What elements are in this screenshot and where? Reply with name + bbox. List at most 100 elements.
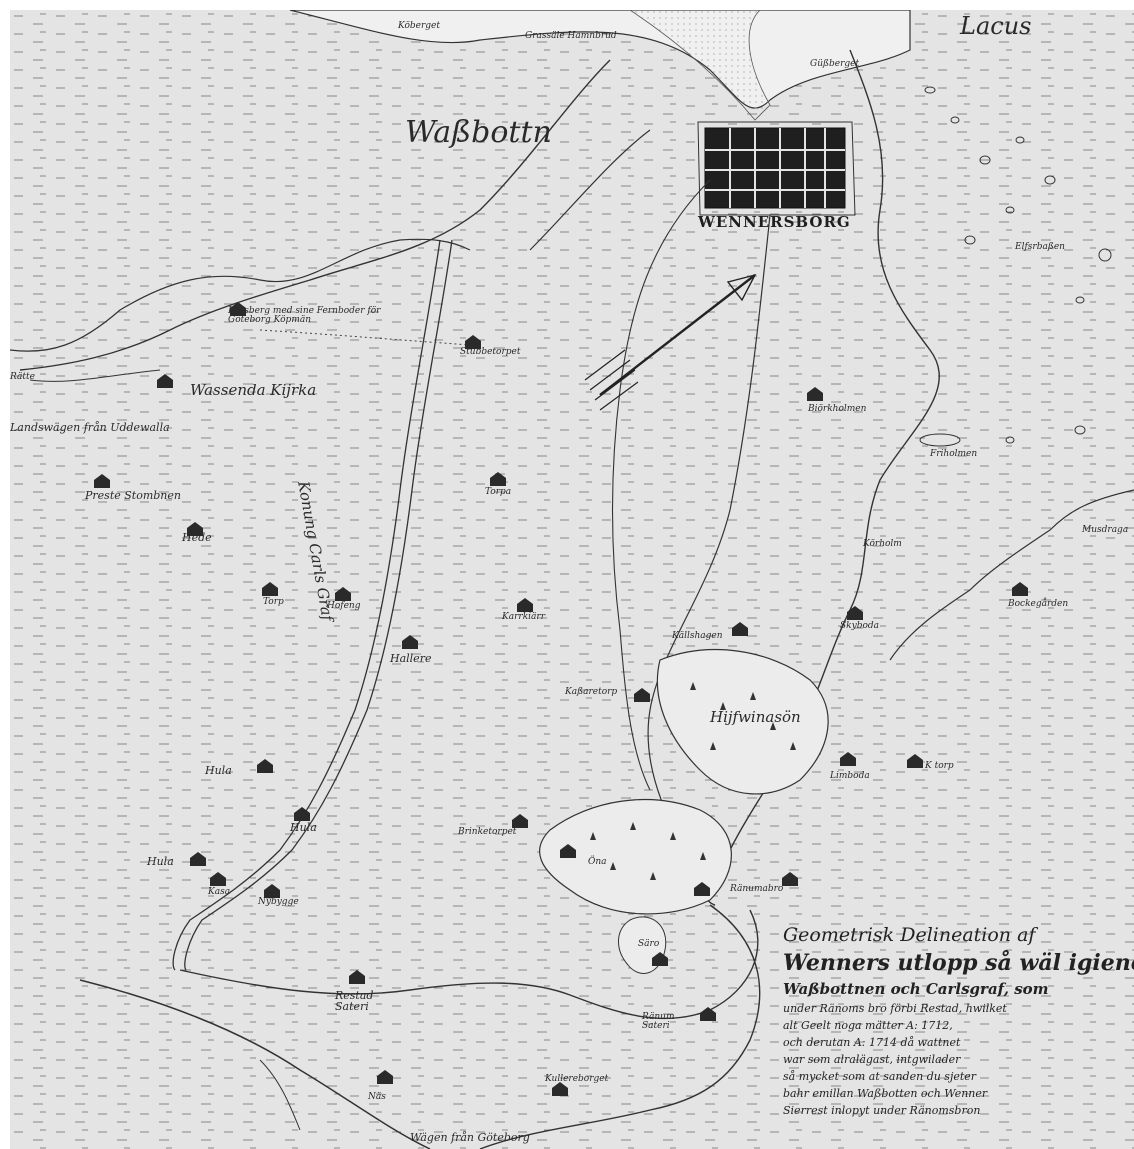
- farm-house-icon: [560, 844, 576, 858]
- label-elfsborg-passage: Elfsrbaßen: [1015, 242, 1065, 252]
- island-hijfwinason: [656, 649, 829, 795]
- channel-to-wennersborg: [647, 214, 771, 891]
- title-cartouche: Geometrisk Delineation af Wenners utlopp…: [783, 922, 1134, 1119]
- cartouche-body-line: under Ränoms bro förbi Restad, hwilket: [783, 1002, 1007, 1015]
- southern-river: [79, 979, 431, 1149]
- river-to-wassbottn-bank2: [529, 129, 651, 251]
- place-hula-1: Hula: [205, 764, 232, 777]
- place-saro: Säro: [638, 939, 660, 949]
- farm-house-icon: [807, 387, 823, 401]
- cartouche-body-line: war som alralägast, intgwilader: [783, 1053, 961, 1066]
- place-hula-2: Hula: [290, 821, 317, 834]
- farm-house-icon: [349, 970, 365, 984]
- cartouche-title-line3: Waßbottnen och Carlsgraf, som: [783, 980, 1049, 998]
- place-bockegarden: Bockegården: [1008, 599, 1069, 609]
- place-vassenda-kyrka: Wassenda Kijrka: [190, 381, 317, 399]
- tributary: [259, 1059, 301, 1131]
- farm-house-icon: [190, 852, 206, 866]
- farm-house-icon: [377, 1070, 393, 1084]
- map-drawing: [10, 10, 1134, 1149]
- place-ratte: Rätte: [10, 372, 35, 382]
- farm-house-icon: [1012, 582, 1028, 596]
- wassbottn-river: [10, 238, 471, 352]
- southern-river-east: [479, 904, 761, 1149]
- sandbank: [629, 10, 771, 121]
- cartouche-body-line: bahr emillan Waßbotten och Wenner: [783, 1087, 988, 1100]
- label-road-goteborg: Wägen från Göteborg: [410, 1131, 530, 1144]
- cartouche-body: under Ränoms bro förbi Restad, hwilket al…: [783, 1000, 1134, 1119]
- label-lacus: Lacus: [960, 12, 1032, 40]
- farm-house-icon: [652, 952, 668, 966]
- place-kullereborget: Kullereborget: [545, 1074, 609, 1084]
- farm-house-icon: [294, 807, 310, 821]
- place-skyboda: Skyboda: [840, 621, 880, 631]
- place-hede: Hede: [182, 531, 212, 544]
- place-stubbetorpet: Stubbetorpet: [460, 347, 521, 357]
- river-to-wassbottn: [19, 59, 611, 371]
- place-musdraga: Musdraga: [1082, 525, 1129, 535]
- lake-shoreline: [707, 49, 940, 906]
- farm-house-icon: [840, 752, 856, 766]
- place-friholmen: Friholmen: [930, 449, 978, 459]
- place-hallere: Hallere: [390, 652, 432, 665]
- farm-house-icon: [552, 1082, 568, 1096]
- southern-river-bank: [179, 909, 759, 1020]
- dotted-road: [259, 329, 471, 346]
- farm-house-icon: [634, 688, 650, 702]
- farm-house-icon: [187, 522, 203, 536]
- label-wennersborg: WENNERSBORG: [698, 213, 851, 231]
- canal-konung-carls-graf-bank: [184, 239, 453, 971]
- farm-house-icon: [732, 622, 748, 636]
- place-hijfwinason: Hijfwinasön: [710, 708, 801, 726]
- cartouche-body-line: och derutan A: 1714 då wattnet: [783, 1036, 961, 1049]
- cartouche-title-line2: Wenners utlopp så wäl igienom: [783, 950, 1134, 976]
- canal-konung-carls-graf: [172, 239, 441, 971]
- map-image: Waßbottn Lacus Elfsrbaßen WENNERSBORG Ko…: [10, 10, 1134, 1149]
- wennersborg-town: [697, 121, 856, 216]
- farm-house-icon: [907, 754, 923, 768]
- farm-house-icon: [335, 587, 351, 601]
- place-nybygge: Nybygge: [258, 897, 299, 907]
- place-torpa: Torpa: [485, 487, 512, 497]
- place-hula-3: Hula: [147, 855, 174, 868]
- lake-shoreline-east: [889, 489, 1134, 661]
- cartouche-title-line1: Geometrisk Delineation af: [783, 924, 1036, 946]
- place-restad: Restad Sateri: [335, 989, 374, 1013]
- farm-house-icon: [490, 472, 506, 486]
- label-road-uddewalla: Landswägen från Uddewalla: [10, 421, 170, 434]
- farm-house-icon: [847, 606, 863, 620]
- farm-house-icon: [94, 474, 110, 488]
- cartouche-body-line: så mycket som at sanden du sjeter: [783, 1070, 977, 1083]
- label-wassbottn: Waßbottn: [405, 115, 552, 150]
- place-gustberget: Güßberget: [810, 59, 860, 69]
- place-karrkiarr: Karrkiärr: [502, 612, 545, 622]
- channel-to-wennersborg-west: [611, 179, 711, 791]
- farm-house-icon: [700, 1007, 716, 1021]
- place-nas: Näs: [368, 1092, 386, 1102]
- farm-house-icon: [512, 814, 528, 828]
- farm-house-icon: [264, 884, 280, 898]
- farm-house-icon: [257, 759, 273, 773]
- place-korholm: Körholm: [863, 539, 902, 549]
- lake-islets: [919, 86, 1112, 447]
- place-preste-stombnen: Preste Stombnen: [85, 489, 181, 502]
- place-limboda: Limboda: [830, 771, 870, 781]
- farm-house-icon: [465, 335, 481, 349]
- farm-house-icon: [517, 598, 533, 612]
- cartouche-body-line: alt Geelt noga mätter A: 1712,: [783, 1019, 953, 1032]
- farm-house-icon: [694, 882, 710, 896]
- wassbottn-river-south: [29, 369, 161, 382]
- place-hofeng: Hofeng: [327, 601, 361, 611]
- place-kasa: Kasa: [208, 887, 231, 897]
- place-ona: Öna: [588, 857, 607, 867]
- place-koberget: Köberget: [398, 21, 440, 31]
- forest-marks: [590, 682, 796, 880]
- place-korsberg: Korsberg med sine Fernboder för Göteborg…: [228, 306, 381, 325]
- place-brinketorpet: Brinketorpet: [458, 827, 517, 837]
- marsh-hatching: [10, 10, 1134, 1149]
- farm-house-icon: [157, 374, 173, 388]
- cartouche-body-line: Sierrest inlopyt under Ränomsbron: [783, 1104, 981, 1117]
- settlement-markers: [94, 302, 1028, 1096]
- place-ranum: Ränum Sateri: [642, 1012, 675, 1031]
- farm-house-icon: [262, 582, 278, 596]
